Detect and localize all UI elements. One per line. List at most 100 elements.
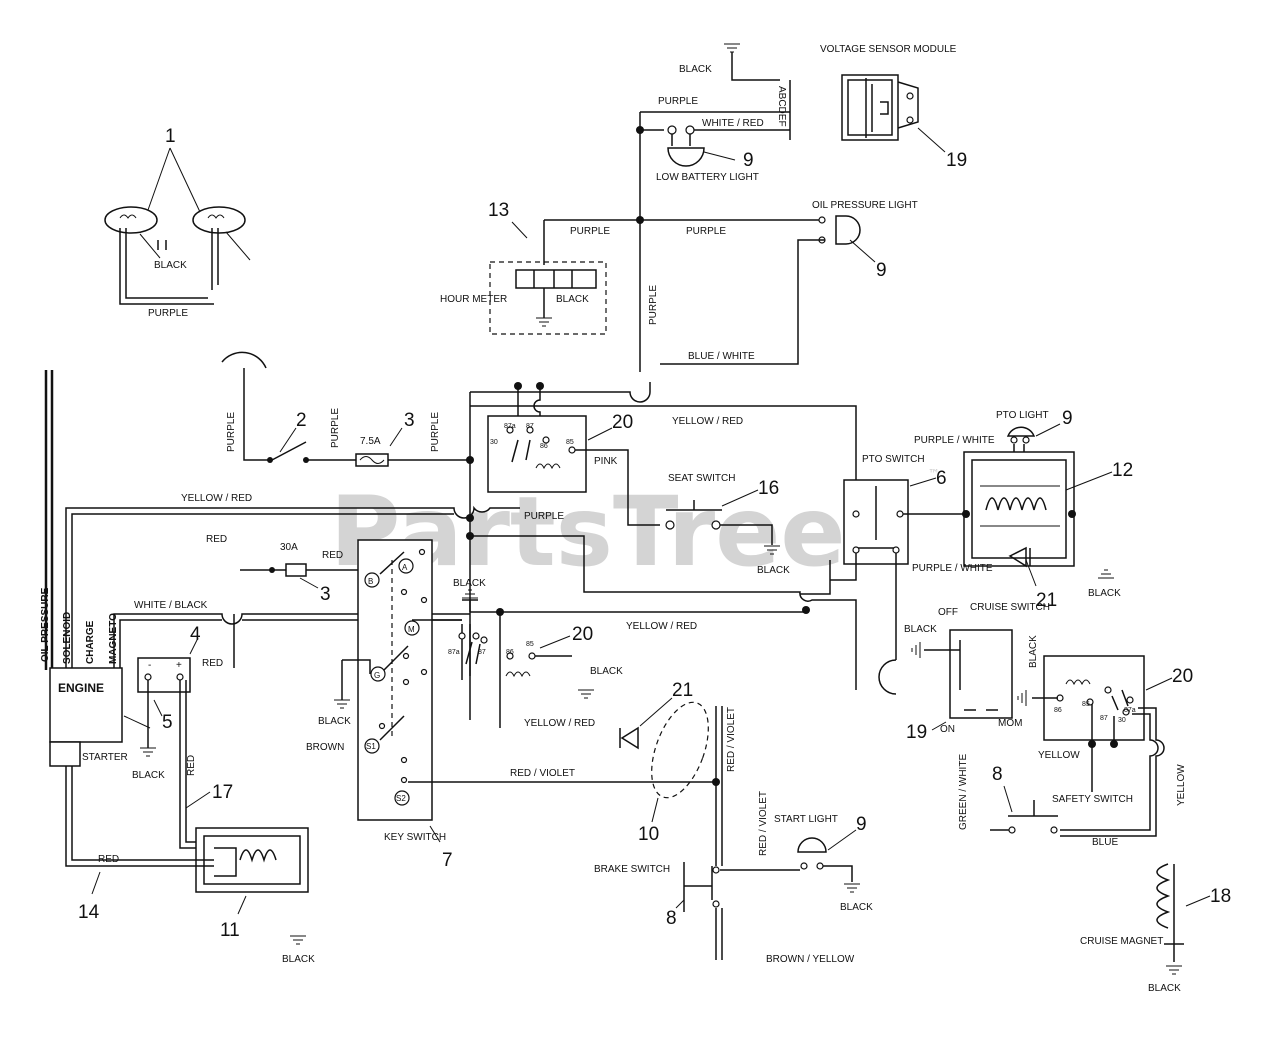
label-black-hour: BLACK — [556, 294, 589, 305]
ground-symbol-icon — [1098, 569, 1114, 579]
relay-pin-87: 87 — [526, 423, 534, 430]
label-black-relay: BLACK — [590, 666, 623, 677]
key-terminal-b: B — [368, 577, 373, 586]
label-voltage-sensor-module: VOLTAGE SENSOR MODULE — [820, 44, 957, 55]
hour-meter-box — [489, 261, 607, 335]
callout-5: 5 — [162, 712, 173, 733]
hour-meter-area: PURPLE PURPLE OIL PRESSURE LIGHT 9 HOUR … — [440, 200, 918, 372]
label-purple-20: PURPLE — [524, 511, 564, 522]
relay-right: BLACK 86 85 87 30 87a 20 YELLOW YELLOW S… — [958, 635, 1193, 848]
callout-11: 11 — [220, 920, 240, 941]
hour-meter — [515, 269, 597, 289]
battery-pos: + — [176, 660, 182, 671]
relay-pin-86: 86 — [540, 443, 548, 450]
label-purple-sw: PURPLE — [226, 412, 237, 452]
callout-10: 10 — [638, 824, 659, 845]
key-terminal-m: M — [408, 625, 415, 634]
callout-4: 4 — [190, 624, 201, 645]
power-line: PURPLE PURPLE 7.5A PURPLE 2 3 — [221, 351, 474, 467]
callout-21: 21 — [672, 680, 693, 701]
label-pto-switch: PTO SWITCH — [862, 454, 925, 465]
label-black-cruise: BLACK — [904, 624, 937, 635]
solenoid-coil-icon — [239, 849, 277, 863]
low-battery-lamp-icon — [667, 147, 705, 167]
watermark-tm: ™ — [928, 467, 940, 481]
label-charge: CHARGE — [85, 620, 96, 664]
ground-symbol-icon — [911, 642, 921, 658]
label-low-battery-light: LOW BATTERY LIGHT — [656, 172, 759, 183]
callout-20: 20 — [612, 412, 633, 433]
label-cruise-magnet: CRUISE MAGNET — [1080, 936, 1163, 947]
label-red-violet-v2: RED / VIOLET — [758, 791, 769, 856]
callout-18: 18 — [1210, 886, 1231, 907]
diode-icon — [1008, 546, 1031, 568]
switch-2-icon — [271, 441, 307, 461]
relay2-pin-86: 86 — [506, 649, 514, 656]
ground-symbol-icon — [140, 747, 156, 757]
label-safety-switch: SAFETY SWITCH — [1052, 794, 1133, 805]
relay-top: 30 87a 87 86 85 PINK YELLOW / RED 20 — [469, 382, 857, 720]
ground-symbol-icon — [334, 699, 350, 709]
callout-6: 6 — [936, 468, 947, 489]
label-hour-meter: HOUR METER — [440, 294, 507, 305]
label-cruise-switch: CRUISE SWITCH — [970, 602, 1050, 613]
relay-pin-87a: 87a — [504, 423, 516, 430]
label-purple-top: PURPLE — [658, 96, 698, 107]
callout-1: 1 — [165, 126, 176, 147]
key-terminal-g: G — [374, 671, 380, 680]
label-fuse-30: 30A — [280, 542, 298, 553]
callout-17: 17 — [212, 782, 233, 803]
label-yellow-red-mid: YELLOW / RED — [626, 621, 697, 632]
key-terminal-s2: S2 — [396, 794, 406, 803]
cruise-switch-box — [949, 629, 1013, 719]
callout-13: 13 — [488, 200, 509, 221]
cruise-magnet: CRUISE MAGNET BLACK 18 — [1080, 863, 1231, 994]
key-terminal-a: A — [402, 563, 408, 572]
fuse-30a-icon — [285, 563, 307, 577]
ground-symbol-icon — [290, 935, 306, 945]
callout-3: 3 — [320, 584, 331, 605]
diode-21-icon — [619, 726, 639, 750]
callout-12: 12 — [1112, 460, 1133, 481]
ground-symbol-icon — [1017, 690, 1027, 706]
label-pink: PINK — [594, 456, 618, 467]
seat-switch: SEAT SWITCH BLACK 16 — [665, 473, 790, 576]
callout-3: 3 — [404, 410, 415, 431]
engine-box — [49, 667, 123, 743]
callout-21: 21 — [1036, 590, 1057, 611]
callout-9: 9 — [856, 814, 867, 835]
label-red-vert: RED — [186, 755, 197, 776]
label-pto-light: PTO LIGHT — [996, 410, 1049, 421]
label-red-violet-v1: RED / VIOLET — [726, 707, 737, 772]
brake-switch-icon — [683, 862, 713, 912]
ground-symbol-icon — [724, 43, 740, 53]
label-brown: BROWN — [306, 742, 344, 753]
label-purple-vertical: PURPLE — [648, 285, 659, 325]
label-purple-fuse1: PURPLE — [330, 408, 341, 448]
label-key-switch: KEY SWITCH — [384, 832, 446, 843]
label-white-black: WHITE / BLACK — [134, 600, 208, 611]
label-purple-white-bottom: PURPLE / WHITE — [912, 563, 993, 574]
label-red-fuse: RED — [322, 550, 343, 561]
label-yellow-right: YELLOW — [1176, 764, 1187, 806]
ground-symbol-icon — [844, 883, 860, 893]
label-black-top: BLACK — [679, 64, 712, 75]
label-black-seat: BLACK — [757, 565, 790, 576]
label-fuse-75: 7.5A — [360, 436, 381, 447]
pto-clutch-box — [963, 451, 1075, 567]
callout-9: 9 — [876, 260, 887, 281]
headlight-left-icon — [104, 206, 158, 234]
battery-neg: - — [148, 660, 151, 671]
engine-area: YELLOW / RED PURPLE RED 30A RED 3 WHITE … — [40, 370, 857, 965]
start-lamp-icon — [797, 837, 827, 853]
cruise-magnet-coil-icon — [1156, 863, 1171, 929]
label-red-batt: RED — [202, 658, 223, 669]
callout-20: 20 — [572, 624, 593, 645]
clutch-coil-icon — [985, 497, 1047, 511]
label-purple-mid: PURPLE — [686, 226, 726, 237]
relay2-pin-87: 87 — [478, 649, 486, 656]
relay3-pin-86: 86 — [1054, 707, 1062, 714]
label-black-lamps: BLACK — [154, 260, 187, 271]
label-off: OFF — [938, 607, 958, 618]
callout-7: 7 — [442, 850, 453, 871]
